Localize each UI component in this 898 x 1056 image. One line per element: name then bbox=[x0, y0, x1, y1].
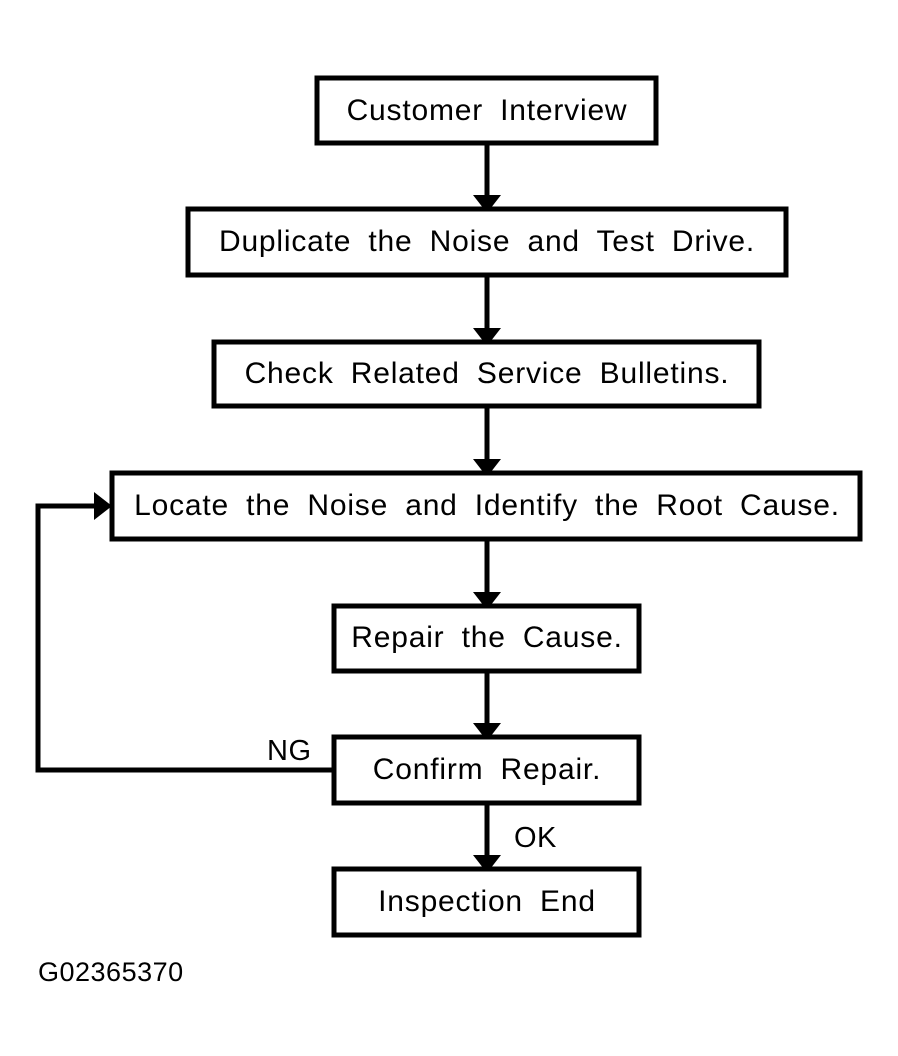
node-inspection-end[interactable]: Inspection End bbox=[331, 866, 642, 938]
node-label: Check Related Service Bulletins. bbox=[245, 357, 730, 390]
arrow-head-icon bbox=[473, 328, 501, 346]
arrow-head-icon bbox=[473, 855, 501, 873]
edge-duplicate-noise-to-check-bulletins bbox=[473, 275, 501, 346]
node-confirm-repair[interactable]: Confirm Repair. bbox=[331, 734, 642, 806]
node-repair-cause[interactable]: Repair the Cause. bbox=[331, 603, 642, 674]
node-box bbox=[331, 734, 642, 806]
edge-line bbox=[35, 503, 334, 773]
node-box bbox=[185, 206, 789, 278]
arrow-head-icon bbox=[473, 723, 501, 741]
node-locate-noise[interactable]: Locate the Noise and Identify the Root C… bbox=[109, 470, 863, 542]
node-customer-interview[interactable]: Customer Interview bbox=[314, 75, 659, 146]
node-label: Inspection End bbox=[378, 885, 596, 918]
node-check-bulletins[interactable]: Check Related Service Bulletins. bbox=[211, 339, 762, 409]
node-box bbox=[331, 866, 642, 938]
edge-customer-interview-to-duplicate-noise bbox=[473, 143, 501, 213]
node-label: Locate the Noise and Identify the Root C… bbox=[134, 489, 840, 522]
node-box bbox=[314, 75, 659, 146]
node-label: Repair the Cause. bbox=[351, 621, 622, 654]
figure-caption: G02365370 bbox=[38, 957, 184, 987]
edge-label-ok: OK bbox=[514, 822, 557, 854]
edge-locate-noise-to-repair-cause bbox=[473, 539, 501, 610]
arrow-head-icon bbox=[473, 592, 501, 610]
node-label: Customer Interview bbox=[347, 94, 628, 127]
node-box bbox=[109, 470, 863, 542]
arrow-head-icon bbox=[473, 459, 501, 477]
node-duplicate-noise[interactable]: Duplicate the Noise and Test Drive. bbox=[185, 206, 789, 278]
node-label: Duplicate the Noise and Test Drive. bbox=[219, 225, 755, 258]
node-box bbox=[331, 603, 642, 674]
edge-label-ng: NG bbox=[267, 735, 312, 767]
edge-repair-cause-to-confirm-repair bbox=[473, 671, 501, 741]
edge-check-bulletins-to-locate-noise bbox=[473, 406, 501, 477]
node-box bbox=[211, 339, 762, 409]
arrow-head-icon bbox=[473, 195, 501, 213]
edge-confirm-repair-to-locate-noise-ng bbox=[35, 492, 334, 773]
edge-confirm-repair-to-inspection-end bbox=[473, 803, 501, 873]
arrow-head-icon bbox=[94, 492, 112, 520]
node-label: Confirm Repair. bbox=[373, 753, 601, 786]
